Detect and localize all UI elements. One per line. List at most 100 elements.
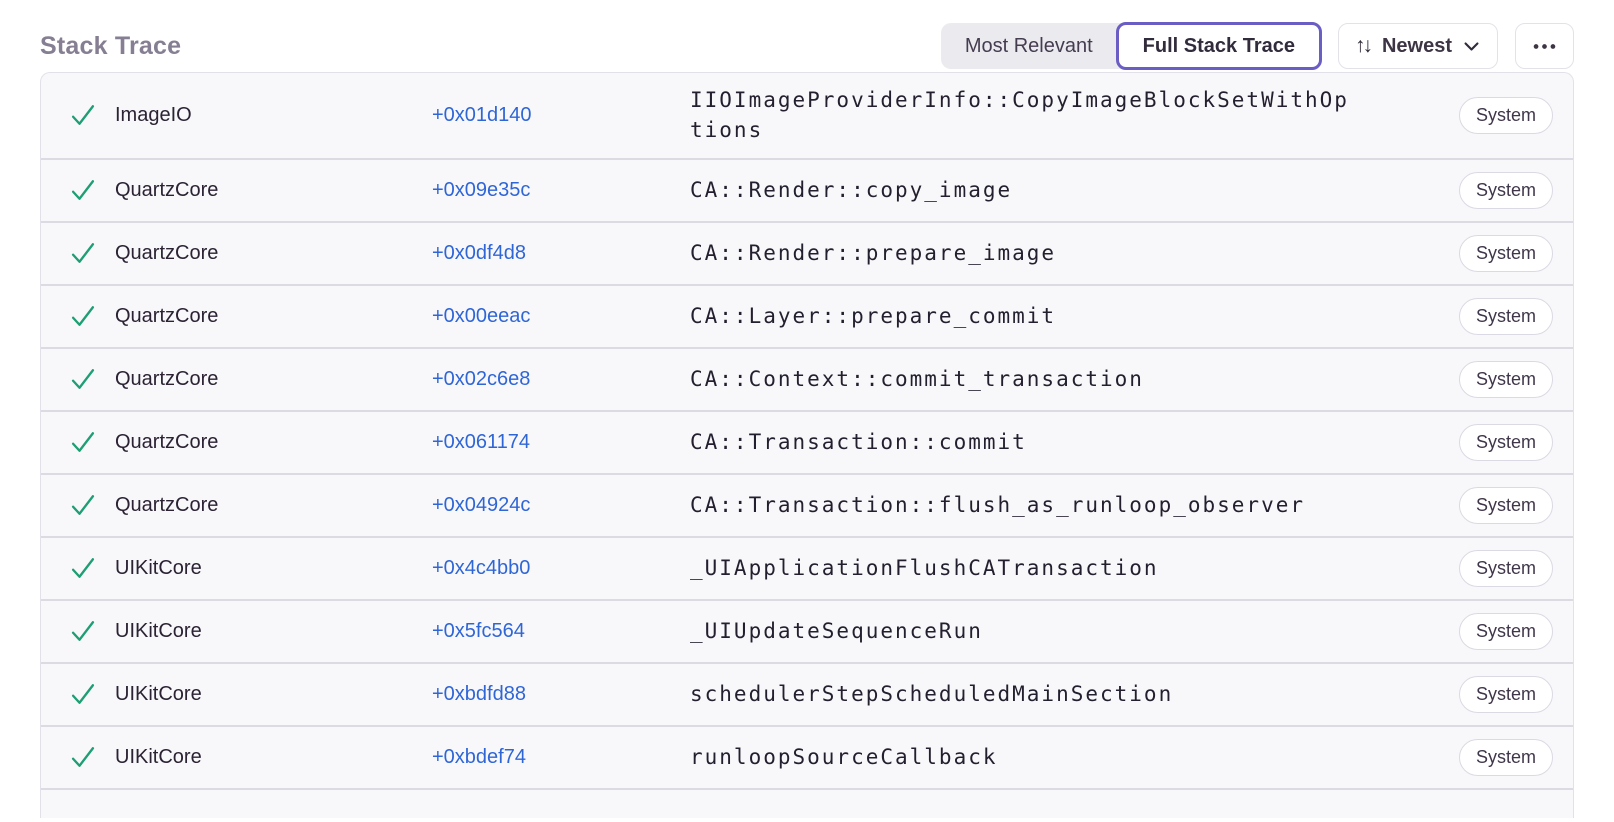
frame-status-cell <box>69 428 115 456</box>
check-icon <box>69 365 97 393</box>
system-tag-badge: System <box>1458 171 1553 209</box>
frame-tag-cell: System <box>1458 297 1553 335</box>
frame-tag-cell: System <box>1458 171 1553 209</box>
frame-offset-link[interactable]: +0xbdef74 <box>432 745 526 768</box>
frame-module: QuartzCore <box>115 178 219 201</box>
view-toggle: Most Relevant Full Stack Trace <box>940 22 1322 70</box>
frame-function: CA::Transaction::flush_as_runloop_observ… <box>690 493 1306 518</box>
frame-offset-link[interactable]: +0x4c4bb0 <box>432 556 531 579</box>
header-controls: Most Relevant Full Stack Trace ↑↓ Newest <box>940 22 1574 70</box>
frame-offset-link[interactable]: +0x09e35c <box>432 178 531 201</box>
check-icon <box>69 680 97 708</box>
sort-button-label: Newest <box>1381 34 1452 57</box>
frame-status-cell <box>69 617 115 645</box>
system-tag-badge: System <box>1458 423 1553 461</box>
frame-function: CA::Layer::prepare_commit <box>690 304 1057 329</box>
frame-function: _UIApplicationFlushCATransaction <box>690 556 1159 581</box>
stack-frame-row[interactable]: QuartzCore +0x00eeac CA::Layer::prepare_… <box>41 283 1573 347</box>
frame-module: UIKitCore <box>115 745 202 768</box>
frame-tag-cell: System <box>1458 96 1553 134</box>
check-icon <box>69 743 97 771</box>
frame-offset-link[interactable]: +0x061174 <box>432 430 531 453</box>
frame-module: UIKitCore <box>115 619 202 642</box>
page-title: Stack Trace <box>40 31 182 60</box>
frame-module: QuartzCore <box>115 241 219 264</box>
frame-function: IIOImageProviderInfo::CopyImageBlockSetW… <box>690 88 1349 143</box>
check-icon <box>69 302 97 330</box>
frame-tag-cell: System <box>1458 549 1553 587</box>
stack-frame-row[interactable]: UIKitCore +0xbdfd88 schedulerStepSchedul… <box>41 661 1573 725</box>
more-options-button[interactable] <box>1515 23 1574 69</box>
frame-status-cell <box>69 239 115 267</box>
frame-offset-link[interactable]: +0x00eeac <box>432 304 531 327</box>
sort-arrows-icon: ↑↓ <box>1354 34 1373 57</box>
frame-status-cell <box>69 302 115 330</box>
frame-status-cell <box>69 491 115 519</box>
frame-offset-link[interactable]: +0x01d140 <box>432 103 532 126</box>
trace-next-row-partial <box>41 787 1573 818</box>
frame-function: CA::Render::copy_image <box>690 178 1013 203</box>
frame-function: CA::Render::prepare_image <box>690 241 1057 266</box>
system-tag-badge: System <box>1458 486 1553 524</box>
frame-tag-cell: System <box>1458 423 1553 461</box>
frame-function: runloopSourceCallback <box>690 745 998 770</box>
stack-frame-row[interactable]: QuartzCore +0x0df4d8 CA::Render::prepare… <box>41 220 1573 284</box>
frame-module: QuartzCore <box>115 304 219 327</box>
stack-trace-list: ImageIO +0x01d140 IIOImageProviderInfo::… <box>40 72 1574 818</box>
frame-status-cell <box>69 365 115 393</box>
toggle-full-stack-trace-button[interactable]: Full Stack Trace <box>1115 22 1322 70</box>
frame-function: schedulerStepScheduledMainSection <box>690 682 1174 707</box>
stack-frame-row[interactable]: QuartzCore +0x09e35c CA::Render::copy_im… <box>41 157 1573 221</box>
system-tag-badge: System <box>1458 549 1553 587</box>
frame-offset-link[interactable]: +0xbdfd88 <box>432 682 526 705</box>
frame-tag-cell: System <box>1458 234 1553 272</box>
frame-offset-link[interactable]: +0x02c6e8 <box>432 367 531 390</box>
frame-tag-cell: System <box>1458 360 1553 398</box>
frame-function: CA::Context::commit_transaction <box>690 367 1144 392</box>
check-icon <box>69 239 97 267</box>
system-tag-badge: System <box>1458 675 1553 713</box>
check-icon <box>69 617 97 645</box>
frame-tag-cell: System <box>1458 612 1553 650</box>
system-tag-badge: System <box>1458 96 1553 134</box>
system-tag-badge: System <box>1458 360 1553 398</box>
stack-frame-row[interactable]: QuartzCore +0x02c6e8 CA::Context::commit… <box>41 346 1573 410</box>
frame-module: QuartzCore <box>115 430 219 453</box>
frame-function: _UIUpdateSequenceRun <box>690 619 983 644</box>
frame-function: CA::Transaction::commit <box>690 430 1027 455</box>
toggle-most-relevant-button[interactable]: Most Relevant <box>941 23 1117 69</box>
ellipsis-icon <box>1531 33 1558 60</box>
system-tag-badge: System <box>1458 738 1553 776</box>
stack-trace-header: Stack Trace Most Relevant Full Stack Tra… <box>40 0 1574 72</box>
system-tag-badge: System <box>1458 297 1553 335</box>
stack-frame-row[interactable]: QuartzCore +0x04924c CA::Transaction::fl… <box>41 472 1573 536</box>
check-icon <box>69 101 97 129</box>
check-icon <box>69 491 97 519</box>
stack-frame-row[interactable]: UIKitCore +0x5fc564 _UIUpdateSequenceRun… <box>41 598 1573 662</box>
frame-offset-link[interactable]: +0x5fc564 <box>432 619 525 642</box>
frame-status-cell <box>69 680 115 708</box>
check-icon <box>69 554 97 582</box>
frame-offset-link[interactable]: +0x04924c <box>432 493 531 516</box>
stack-frame-row[interactable]: ImageIO +0x01d140 IIOImageProviderInfo::… <box>41 73 1573 158</box>
frame-module: ImageIO <box>115 103 192 126</box>
chevron-down-icon <box>1462 37 1481 56</box>
frame-offset-link[interactable]: +0x0df4d8 <box>432 241 526 264</box>
system-tag-badge: System <box>1458 612 1553 650</box>
frame-status-cell <box>69 101 115 129</box>
stack-frame-row[interactable]: QuartzCore +0x061174 CA::Transaction::co… <box>41 409 1573 473</box>
stack-frame-row[interactable]: UIKitCore +0xbdef74 runloopSourceCallbac… <box>41 724 1573 788</box>
sort-newest-button[interactable]: ↑↓ Newest <box>1337 23 1498 69</box>
check-icon <box>69 428 97 456</box>
stack-frame-row[interactable]: UIKitCore +0x4c4bb0 _UIApplicationFlushC… <box>41 535 1573 599</box>
frame-module: UIKitCore <box>115 556 202 579</box>
frame-status-cell <box>69 554 115 582</box>
frame-tag-cell: System <box>1458 675 1553 713</box>
check-icon <box>69 176 97 204</box>
frame-module: UIKitCore <box>115 682 202 705</box>
frame-module: QuartzCore <box>115 493 219 516</box>
frame-status-cell <box>69 176 115 204</box>
frame-module: QuartzCore <box>115 367 219 390</box>
frame-status-cell <box>69 743 115 771</box>
